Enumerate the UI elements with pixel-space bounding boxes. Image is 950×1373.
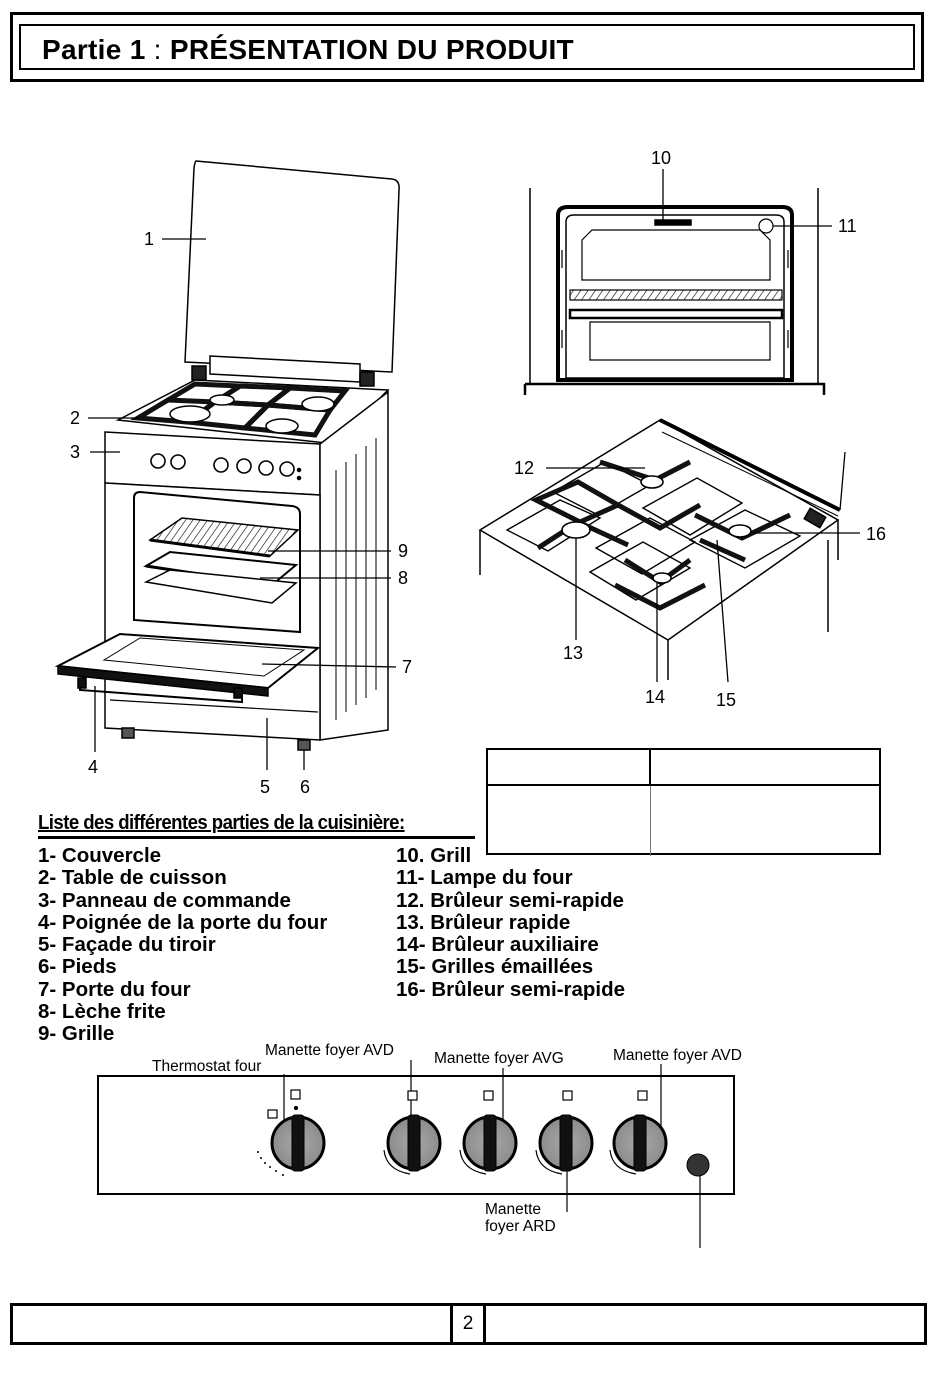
callout-14: 14 [645,687,665,707]
callout-3: 3 [70,442,80,462]
avd-knob-label-2: Manette foyer AVD [613,1047,742,1064]
burner-knob-ard [535,1090,594,1175]
callout-8: 8 [398,568,408,588]
oven-callouts: 1 2 3 9 8 7 4 5 6 [70,229,412,797]
list-item: 7- Porte du four [38,977,191,1001]
callout-15: 15 [716,690,736,710]
hob-callouts: 12 16 13 14 15 [514,458,886,710]
thermostat-label: Thermostat four [152,1058,262,1075]
oven-callout-lines [88,238,397,770]
callout-11: 11 [838,216,857,236]
footer-bar [10,1303,927,1345]
table-row-divider [488,784,879,786]
list-item: 5- Façade du tiroir [38,933,216,957]
list-item: 3- Panneau de commande [38,888,291,912]
list-item: 16- Brûleur semi-rapide [396,977,625,1001]
part-label: Partie 1 [42,34,146,65]
parts-list-left: 1- Couvercle 2- Table de cuisson 3- Pann… [38,844,328,1046]
hob-illustration [478,418,846,680]
list-item: 15- Grilles émaillées [396,955,594,979]
list-item: 2- Table de cuisson [38,866,227,890]
callout-9: 9 [398,541,408,561]
callout-1: 1 [144,229,154,249]
callout-13: 13 [563,643,583,663]
header-title-box [19,24,915,70]
callout-2: 2 [70,408,80,428]
list-item: 1- Couvercle [38,844,162,867]
callout-7: 7 [402,657,412,677]
ard-knob-label-line1: Manette [485,1201,542,1218]
parts-list-rule [38,836,475,839]
parts-list-heading: Liste des différentes parties de la cuis… [38,812,405,834]
avg-knob-label: Manette foyer AVG [434,1050,564,1067]
list-item: 6- Pieds [38,955,117,979]
list-item: 8- Lèche frite [38,1000,166,1024]
callout-12: 12 [514,458,534,478]
callout-10: 10 [651,148,671,168]
section-title: PRÉSENTATION DU PRODUIT [169,34,574,65]
control-panel-illustration [97,1060,735,1248]
list-item: 13. Brûleur rapide [396,910,571,934]
burner-knob-avd-2 [609,1090,668,1175]
thermostat-knob [257,1089,326,1176]
ard-knob-label-line2: foyer ARD [485,1218,556,1235]
page-number: 2 [450,1306,486,1342]
table-column-divider-lower [650,786,651,856]
cavity-callout-lines [662,169,832,227]
avd-knob-label: Manette foyer AVD [265,1042,394,1059]
parts-list-right: 10. Grill 11- Lampe du four 12. Brûleur … [396,844,625,1001]
blank-table [486,748,881,856]
cavity-callouts: 10 11 [651,148,857,236]
list-item: 10. Grill [396,844,472,867]
table-column-divider [649,750,651,784]
list-item: 14- Brûleur auxiliaire [396,933,599,957]
burner-knob-avg [459,1090,518,1175]
list-item: 4- Poignée de la porte du four [38,910,328,934]
list-item: 9- Grille [38,1022,115,1046]
list-item: 12. Brûleur semi-rapide [396,888,624,912]
cooker-illustration [54,160,400,751]
ignition-button [686,1153,710,1177]
burner-knob-avd [383,1090,442,1175]
hob-callout-lines [546,467,860,683]
header-frame [10,12,924,82]
callout-16: 16 [866,524,886,544]
page-title: Partie 1 : PRÉSENTATION DU PRODUIT [42,34,574,66]
list-item: 11- Lampe du four [396,866,573,890]
callout-4: 4 [88,757,98,777]
title-separator: : [153,34,162,65]
callout-6: 6 [300,777,310,797]
callout-5: 5 [260,777,270,797]
oven-cavity-illustration [523,188,826,395]
